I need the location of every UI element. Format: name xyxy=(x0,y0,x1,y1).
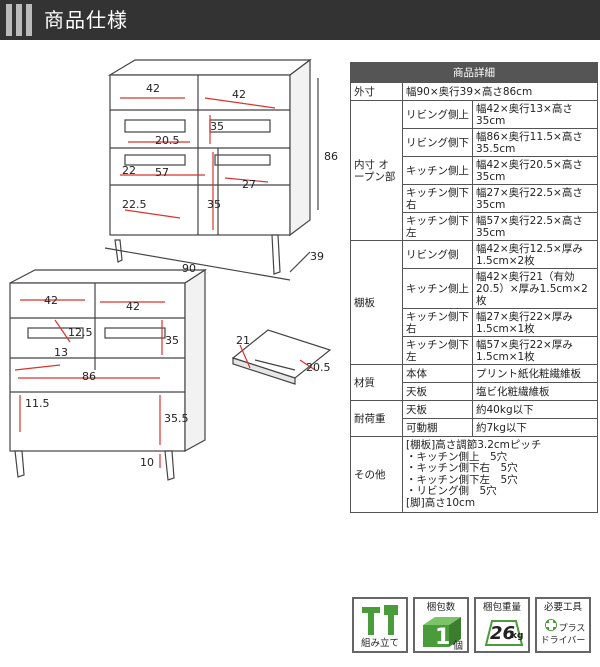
dim-front-right-width: 42 xyxy=(126,300,140,313)
dim-shelf-b: 20.5 xyxy=(155,134,180,147)
living-side-view xyxy=(9,268,208,481)
shelf-sub: キッチン側下左 xyxy=(402,336,473,365)
dim-front-bottom-width: 86 xyxy=(82,370,96,383)
shelf-value: 幅42×奥行21（有効20.5）×厚み1.5cm×2枚 xyxy=(472,268,598,309)
dim-front-low-left: 11.5 xyxy=(25,397,50,410)
shelf-sub: キッチン側下右 xyxy=(402,308,473,337)
inner-sub: キッチン側下左 xyxy=(402,212,473,241)
other-notes: [棚板]高さ調節3.2cmピッチ ・キッチン側上 5穴 ・キッチン側下右 5穴 … xyxy=(402,436,598,513)
spec-table: 商品詳細 外寸 幅90×奥行39×高さ86cm 内寸 オープン部 リビング側上 … xyxy=(350,62,598,513)
outer-value: 幅90×奥行39×高さ86cm xyxy=(402,82,598,101)
inner-sub: リビング側上 xyxy=(402,100,473,129)
screwdriver-icon xyxy=(545,619,557,631)
load-sub: 可動棚 xyxy=(402,418,473,437)
package-count-label: 梱包数 xyxy=(426,602,456,613)
dim-width: 90 xyxy=(182,262,196,275)
page-title: 商品仕様 xyxy=(44,8,128,32)
tool-badge: 必要工具 プラス ドライバー xyxy=(535,597,591,653)
shelf-sub: キッチン側上 xyxy=(402,268,473,309)
package-count-badge: 梱包数 1 個 xyxy=(413,597,469,653)
package-weight-badge: 梱包重量 26 kg xyxy=(474,597,530,653)
assembly-badge: 組み立て xyxy=(352,597,408,653)
inner-sub: リビング側下 xyxy=(402,128,473,157)
tool-line-2: ドライバー xyxy=(540,636,586,646)
dim-depth: 39 xyxy=(310,250,324,263)
other-line: ・キッチン側下右 5穴 xyxy=(406,462,518,474)
package-weight-value: 26 xyxy=(490,623,516,644)
dim-shelf-c: 22 xyxy=(122,164,136,177)
kitchen-side-view xyxy=(104,58,319,281)
dim-shelf-e: 27 xyxy=(242,178,256,191)
inner-value: 幅27×奥行22.5×高さ35cm xyxy=(472,184,598,213)
dim-shelf-f: 22.5 xyxy=(122,198,147,211)
inner-value: 幅86×奥行11.5×高さ35.5cm xyxy=(472,128,598,157)
package-weight-label: 梱包重量 xyxy=(482,602,521,613)
shelf-value: 幅57×奥行22×厚み1.5cm×1枚 xyxy=(472,336,598,365)
dim-shelf-d: 57 xyxy=(155,166,169,179)
tools-icon xyxy=(362,605,398,635)
tool-label: 必要工具 xyxy=(543,602,582,613)
outer-label: 外寸 xyxy=(350,82,403,101)
shelf-value: 幅42×奥行12.5×厚み1.5cm×2枚 xyxy=(472,240,598,269)
other-line: ・リビング側 5穴 xyxy=(406,485,497,497)
dim-board-length: 20.5 xyxy=(306,361,331,374)
shelf-value: 幅27×奥行22×厚み1.5cm×1枚 xyxy=(472,308,598,337)
other-label: その他 xyxy=(350,436,403,513)
package-count-value: 1 xyxy=(435,625,451,650)
other-line: ・キッチン側下左 5穴 xyxy=(406,473,518,486)
material-value: 塩ビ化粧繊維板 xyxy=(472,382,598,401)
tool-line-1: プラス xyxy=(558,624,586,634)
dim-front-low-right: 35.5 xyxy=(164,412,189,425)
material-label: 材質 xyxy=(350,364,403,401)
dim-height: 86 xyxy=(324,150,338,163)
dim-front-h3: 13 xyxy=(54,346,68,359)
inner-sub: キッチン側下右 xyxy=(402,184,473,213)
load-sub: 天板 xyxy=(402,400,473,419)
dim-front-left-width: 42 xyxy=(44,294,58,307)
shelf-sub: リビング側 xyxy=(402,240,473,269)
package-count-unit: 個 xyxy=(453,641,463,652)
section-header: 商品仕様 xyxy=(0,0,600,40)
material-sub: 天板 xyxy=(402,382,473,401)
info-icons: 組み立て 梱包数 1 個 梱包重量 26 kg 必要工具 プラス ドライバー xyxy=(352,597,591,653)
load-label: 耐荷重 xyxy=(350,400,403,437)
load-value: 約40kg以下 xyxy=(472,400,598,419)
spec-heading: 商品詳細 xyxy=(350,62,598,83)
inner-value: 幅42×奥行20.5×高さ35cm xyxy=(472,156,598,185)
dim-shelf-g: 35 xyxy=(207,198,221,211)
dim-top-right-width: 42 xyxy=(232,88,246,101)
material-sub: 本体 xyxy=(402,364,473,383)
dim-front-h1: 12.5 xyxy=(68,326,93,339)
material-value: プリント紙化粧繊維板 xyxy=(472,364,598,383)
load-value: 約7kg以下 xyxy=(472,418,598,437)
dim-leg-height: 10 xyxy=(140,456,154,469)
other-line: ・キッチン側上 5穴 xyxy=(406,450,508,463)
inner-sub: キッチン側上 xyxy=(402,156,473,185)
dim-top-left-width: 42 xyxy=(146,82,160,95)
assembly-label: 組み立て xyxy=(360,638,399,649)
dim-board-depth: 21 xyxy=(236,334,250,347)
box-icon xyxy=(423,617,461,647)
inner-value: 幅42×奥行13×高さ35cm xyxy=(472,100,598,129)
dim-front-h2: 35 xyxy=(165,334,179,347)
other-line: [棚板]高さ調節3.2cmピッチ xyxy=(406,439,542,451)
furniture-diagram: 42 42 35 20.5 22 57 27 22.5 35 86 90 39 … xyxy=(9,58,338,481)
weight-icon xyxy=(484,620,524,646)
inner-label: 内寸 オープン部 xyxy=(350,100,403,241)
shelf-label: 棚板 xyxy=(350,240,403,365)
other-line: [脚]高さ10cm xyxy=(406,496,476,509)
dim-shelf-a: 35 xyxy=(210,120,224,133)
header-stripes xyxy=(6,4,32,36)
package-weight-unit: kg xyxy=(511,631,524,641)
inner-value: 幅57×奥行22.5×高さ35cm xyxy=(472,212,598,241)
